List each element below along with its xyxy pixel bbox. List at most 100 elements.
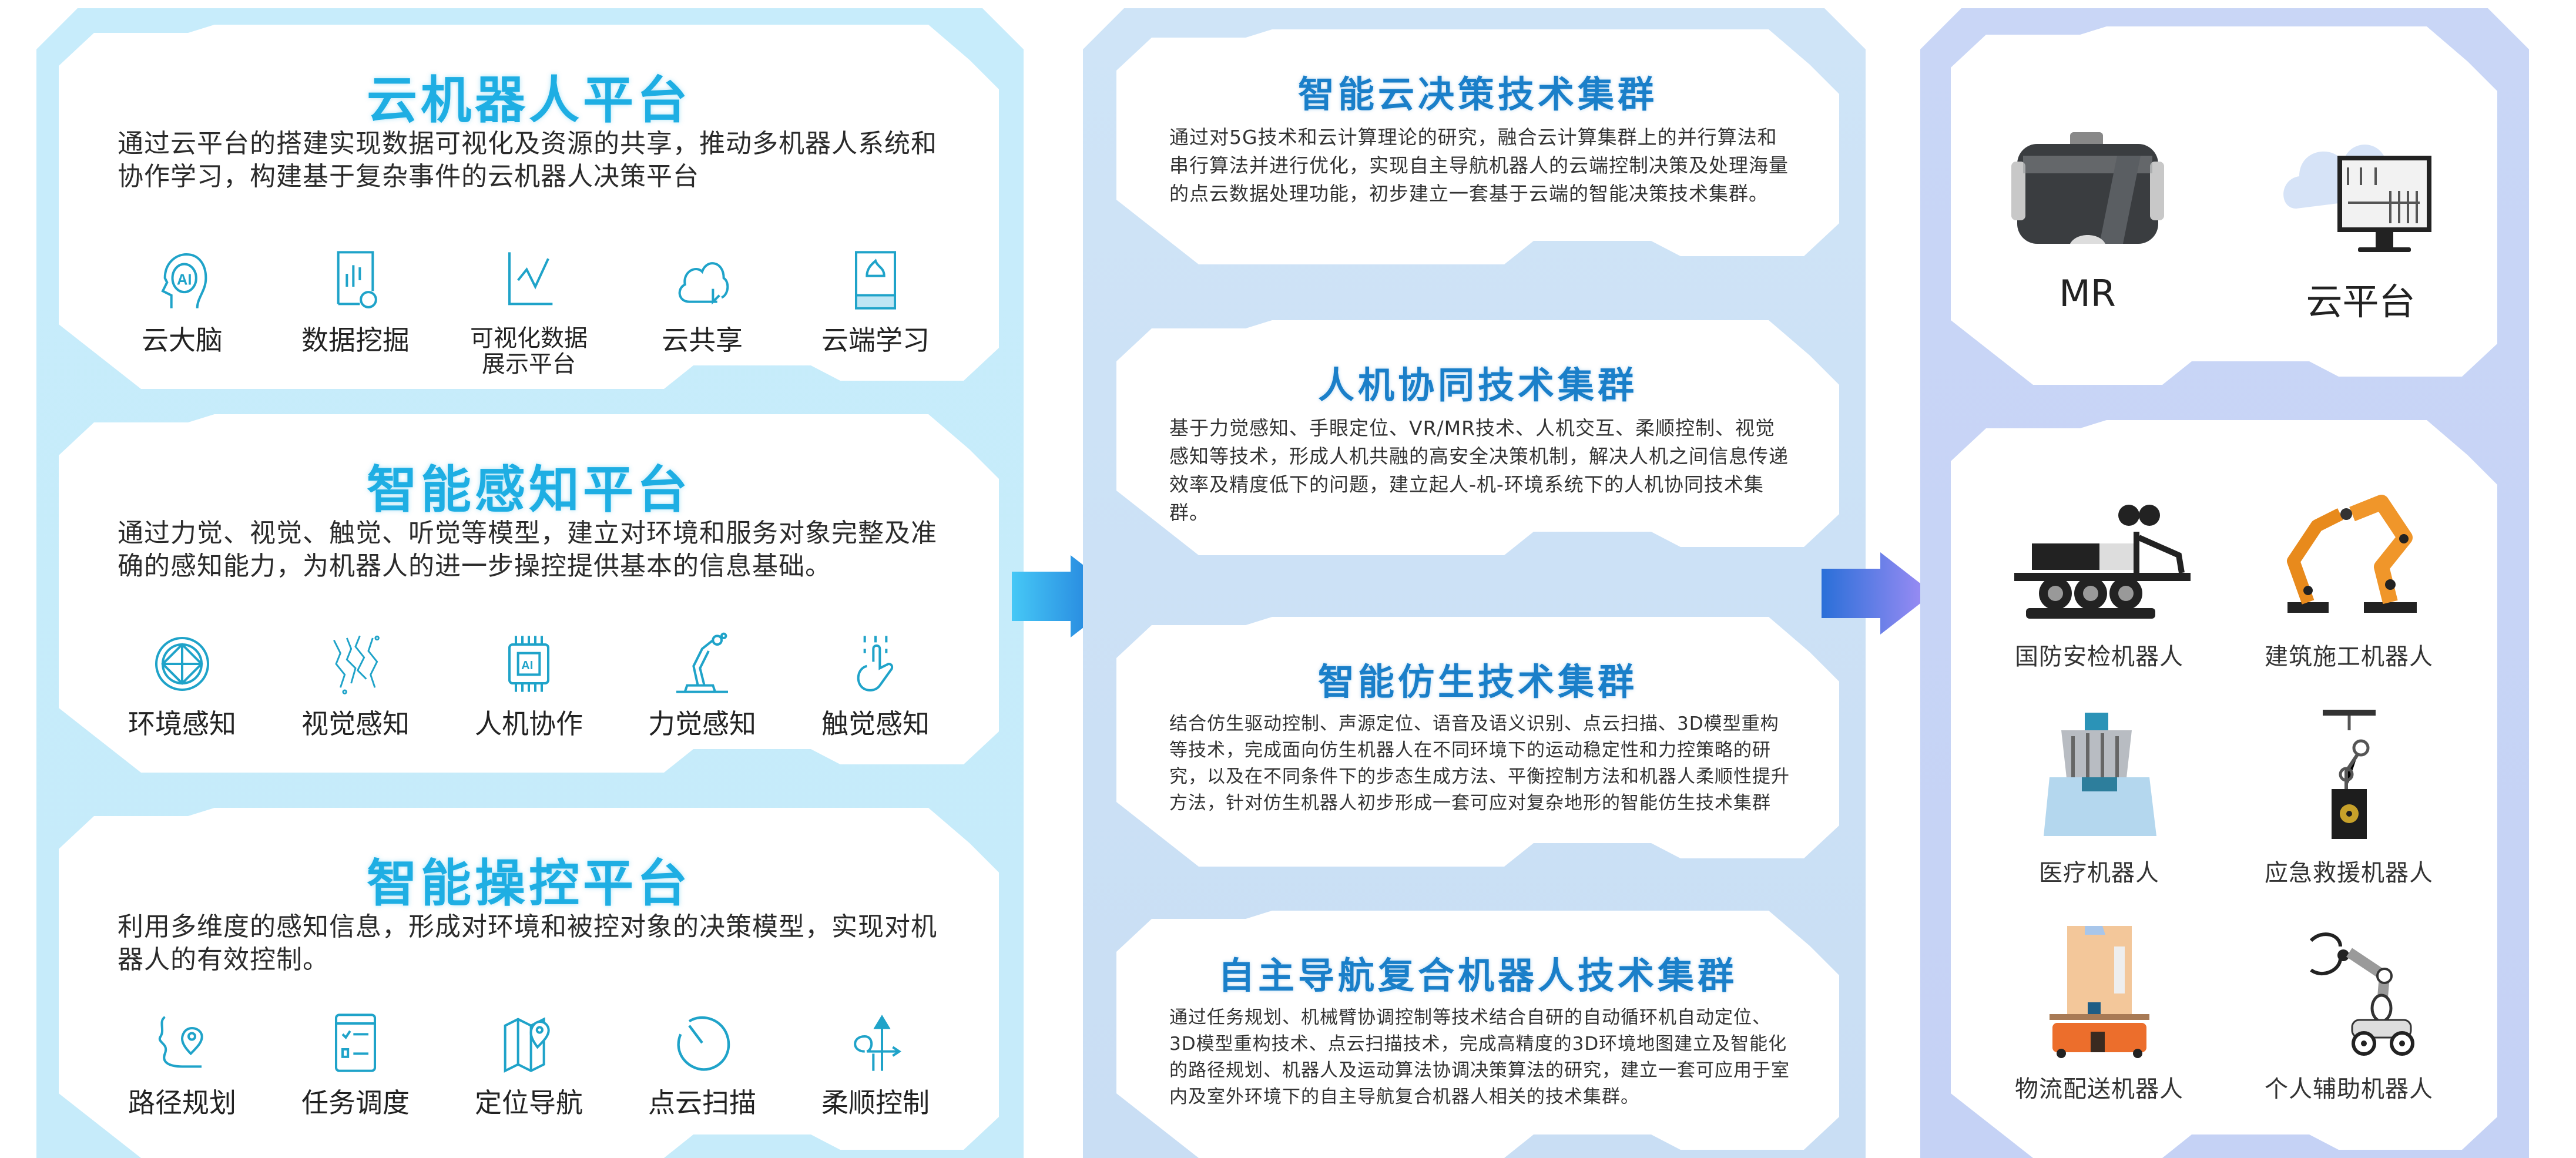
arrow-right-icon <box>1822 552 1933 635</box>
feature-label: 可视化数据 展示平台 <box>470 325 588 378</box>
feature-cloud-brain: AI 云大脑 <box>106 248 259 377</box>
card-description: 利用多维度的感知信息，形成对环境和被控对象的决策模型，实现对机器人的有效控制。 <box>118 912 937 975</box>
device-mr: MR <box>1982 120 2193 325</box>
logistics-robot-icon <box>2003 923 2196 1058</box>
feature-label: 视觉感知 <box>301 708 410 740</box>
feature-task-scheduling: 任务调度 <box>279 1011 432 1118</box>
rescue-robot-icon <box>2252 707 2446 842</box>
device-label: MR <box>2059 272 2116 315</box>
feature-human-robot-collab: AI 人机协作 <box>452 632 605 739</box>
feature-compliance-control: 柔顺控制 <box>799 1011 952 1118</box>
card-title: 自主导航复合机器人技术集群 <box>1217 954 1738 997</box>
mr-headset-icon <box>2000 120 2176 256</box>
feature-point-cloud-scan: 点云扫描 <box>626 1011 779 1118</box>
robot-label: 国防安检机器人 <box>2015 643 2183 670</box>
cluster-card-cloud-decision: 智能云决策技术集群 通过对5G技术和云计算理论的研究，融合云计算集群上的并行算法… <box>1116 29 1839 264</box>
card-description: 结合仿生驱动控制、声源定位、语音及语义识别、点云扫描、3D模型重构等技术，完成面… <box>1169 713 1790 814</box>
feature-row: 环境感知 视觉感知 AI 人机协作 力觉感知 触觉感知 <box>106 632 952 739</box>
cloud-share-icon <box>664 248 740 313</box>
feature-label: 云端学习 <box>821 324 930 356</box>
ai-head-icon: AI <box>144 248 220 313</box>
robot-medical: 医疗机器人 <box>1974 707 2224 888</box>
robot-label: 应急救援机器人 <box>2265 860 2433 887</box>
card-title: 人机协同技术集群 <box>1317 364 1638 407</box>
platform-card-cloud-robot: 云机器人平台 通过云平台的搭建实现数据可视化及资源的共享，推动多机器人系统和协作… <box>59 25 999 389</box>
robot-label: 医疗机器人 <box>2039 860 2159 887</box>
card-description: 通过云平台的搭建实现数据可视化及资源的共享，推动多机器人系统和协作学习，构建基于… <box>118 129 937 192</box>
task-list-icon <box>317 1011 394 1075</box>
devices-card: MR 云平台 <box>1951 26 2497 385</box>
line-chart-icon <box>491 248 567 313</box>
feature-visual-sensing: 视觉感知 <box>279 632 432 739</box>
feature-label: 云共享 <box>662 324 743 356</box>
cloud-learning-icon <box>837 248 914 313</box>
robot-logistics: 物流配送机器人 <box>1974 923 2224 1104</box>
assistant-robot-icon <box>2252 923 2446 1058</box>
device-label: 云平台 <box>2306 280 2416 323</box>
platform-card-intelligent-control: 智能操控平台 利用多维度的感知信息，形成对环境和被控对象的决策模型，实现对机器人… <box>59 808 999 1158</box>
card-description: 通过力觉、视觉、触觉、听觉等模型，建立对环境和服务对象完整及准确的感知能力，为机… <box>118 518 937 582</box>
map-pin-icon <box>491 1011 567 1075</box>
feature-environment-sensing: 环境感知 <box>106 632 259 739</box>
flow-arrow-clusters-to-applications <box>1822 552 1933 635</box>
feature-row: AI 云大脑 数据挖掘 可视化数据 展示平台 云共享 云端学习 <box>106 248 952 377</box>
feature-cloud-share: 云共享 <box>626 248 779 377</box>
feature-data-mining: 数据挖掘 <box>279 248 432 377</box>
ai-chip-icon: AI <box>491 632 567 696</box>
feature-label: 任务调度 <box>301 1087 410 1119</box>
data-mining-icon <box>317 248 394 313</box>
card-title: 智能云决策技术集群 <box>1297 73 1658 116</box>
feature-label: 力觉感知 <box>648 708 756 740</box>
touch-hand-icon <box>837 632 914 696</box>
card-title: 云机器人平台 <box>367 71 691 130</box>
cluster-card-human-robot: 人机协同技术集群 基于力觉感知、手眼定位、VR/MR技术、人机交互、柔顺控制、视… <box>1116 320 1839 555</box>
feature-cloud-learning: 云端学习 <box>799 248 952 377</box>
feature-label: 路径规划 <box>128 1087 236 1119</box>
feature-label: 人机协作 <box>475 708 583 740</box>
route-pin-icon <box>144 1011 220 1075</box>
cluster-card-bionic: 智能仿生技术集群 结合仿生驱动控制、声源定位、语音及语义识别、点云扫描、3D模型… <box>1116 617 1839 867</box>
robot-label: 建筑施工机器人 <box>2265 643 2433 670</box>
card-description: 通过对5G技术和云计算理论的研究，融合云计算集群上的并行算法和串行算法并进行优化… <box>1169 126 1789 205</box>
feature-touch-sensing: 触觉感知 <box>799 632 952 739</box>
feature-label: 柔顺控制 <box>821 1087 930 1119</box>
tracked-robot-icon <box>2003 491 2196 626</box>
feature-row: 路径规划 任务调度 定位导航 点云扫描 柔顺控制 <box>106 1011 952 1118</box>
card-description: 通过任务规划、机械臂协调控制等技术结合自研的自动循环机自动定位、3D模型重构技术… <box>1169 1007 1790 1107</box>
industrial-arm-icon <box>2252 491 2446 626</box>
robot-emergency-rescue: 应急救援机器人 <box>2224 707 2474 888</box>
surgical-robot-icon <box>2003 707 2196 842</box>
feature-label: 数据挖掘 <box>301 324 410 356</box>
feature-label: 触觉感知 <box>821 708 930 740</box>
card-title: 智能仿生技术集群 <box>1317 660 1638 703</box>
robot-construction: 建筑施工机器人 <box>2224 491 2474 672</box>
card-title: 智能操控平台 <box>367 854 691 913</box>
robot-personal-assistant: 个人辅助机器人 <box>2224 923 2474 1104</box>
cloud-monitor-icon <box>2273 120 2449 256</box>
feature-label: 点云扫描 <box>648 1087 756 1119</box>
feature-label: 定位导航 <box>475 1087 583 1119</box>
card-title: 智能感知平台 <box>367 461 691 519</box>
robot-label: 个人辅助机器人 <box>2265 1076 2433 1103</box>
card-description: 基于力觉感知、手眼定位、VR/MR技术、人机交互、柔顺控制、视觉感知等技术，形成… <box>1169 417 1789 524</box>
feature-visualization: 可视化数据 展示平台 <box>452 248 605 377</box>
radar-scan-icon <box>664 1011 740 1075</box>
robots-card: 国防安检机器人 建筑施工机器人 <box>1951 420 2497 1158</box>
svg-text:AI: AI <box>521 659 533 672</box>
svg-text:AI: AI <box>177 271 192 288</box>
feature-label: 环境感知 <box>128 708 236 740</box>
device-grid: MR 云平台 <box>1951 120 2497 325</box>
feature-path-planning: 路径规划 <box>106 1011 259 1118</box>
visual-sensing-icon <box>317 632 394 696</box>
robot-arm-icon <box>664 632 740 696</box>
device-cloud-platform: 云平台 <box>2255 120 2467 325</box>
environment-sensing-icon <box>144 632 220 696</box>
cluster-card-autonomous-navigation: 自主导航复合机器人技术集群 通过任务规划、机械臂协调控制等技术结合自研的自动循环… <box>1116 911 1839 1158</box>
robot-defense-inspection: 国防安检机器人 <box>1974 491 2224 672</box>
robot-label: 物流配送机器人 <box>2015 1076 2183 1103</box>
feature-label: 云大脑 <box>142 324 223 356</box>
feature-force-sensing: 力觉感知 <box>626 632 779 739</box>
feature-positioning-navigation: 定位导航 <box>452 1011 605 1118</box>
robot-grid: 国防安检机器人 建筑施工机器人 <box>1974 491 2474 1104</box>
compliance-arrows-icon <box>837 1011 914 1075</box>
